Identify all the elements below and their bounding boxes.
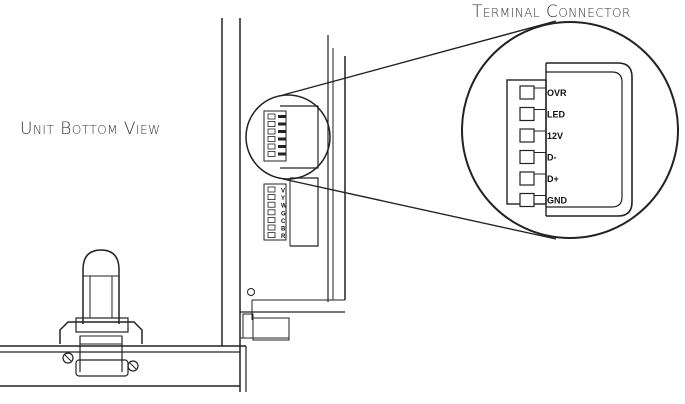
terminal-pin-label: LED <box>547 110 566 120</box>
lower-pin-label: V <box>281 189 285 195</box>
lower-pin-slot <box>267 209 276 216</box>
lower-pin-label: C <box>281 219 286 225</box>
upper-pin-slot <box>267 143 276 150</box>
terminal-pin-slot <box>519 149 535 165</box>
lower-pin-slot <box>267 216 276 223</box>
terminal-pin-slot <box>519 85 535 100</box>
terminal-pin: D+ <box>519 171 559 186</box>
lower-terminal-pins <box>267 186 276 239</box>
base-rail <box>0 345 247 392</box>
upper-pin-marking <box>278 152 286 156</box>
upper-pin-marking <box>278 145 286 148</box>
upper-pin-marking <box>278 122 286 126</box>
callout-lines <box>245 20 557 240</box>
lower-pin-label: G <box>281 211 286 217</box>
lower-pin-label: R <box>281 234 286 240</box>
lower-pin-slot <box>267 194 276 201</box>
terminal-pin-label: D+ <box>547 174 559 184</box>
lower-pin-slot <box>267 232 276 239</box>
terminal-pin-slot <box>519 192 535 208</box>
lower-pin-slot <box>267 201 276 208</box>
magnifier-circle: OVR LED 12V D- D+ GND <box>461 21 679 239</box>
terminal-pin-label: GND <box>547 196 568 206</box>
terminal-pin: GND <box>519 192 568 208</box>
unit-housing <box>221 18 346 346</box>
terminal-pin-label: 12V <box>547 131 563 141</box>
upper-terminal-pins <box>267 113 286 157</box>
terminal-pin: D- <box>519 149 557 165</box>
lower-pin-label: B <box>281 227 286 233</box>
terminal-pin-label: OVR <box>547 88 567 98</box>
mounting-latch <box>59 249 143 377</box>
upper-pin-slot <box>267 121 276 127</box>
lower-pin-label: Y <box>281 196 285 202</box>
lower-pin-label: W <box>281 204 287 210</box>
upper-pin-marking <box>278 130 286 133</box>
upper-pin-marking <box>278 137 286 141</box>
terminal-connector-pins: OVR LED 12V D- D+ GND <box>519 85 568 208</box>
terminal-pin: OVR <box>519 85 567 100</box>
terminal-pin-label: D- <box>547 153 557 163</box>
terminal-pin-slot <box>519 128 535 143</box>
terminal-pin: LED <box>519 106 566 122</box>
terminal-pin-slot <box>519 106 535 122</box>
upper-pin-slot <box>267 113 276 120</box>
upper-pin-slot <box>267 151 276 157</box>
upper-terminal-block <box>263 105 319 169</box>
lower-pin-slot <box>267 186 276 193</box>
unit-bottom-view-caption: Unit Bottom View <box>20 119 161 139</box>
terminal-pin-slot <box>519 171 535 186</box>
upper-pin-slot <box>267 136 276 142</box>
terminal-connector-caption: Terminal Connector <box>472 2 631 22</box>
upper-pin-marking <box>278 115 286 118</box>
terminal-pin: 12V <box>519 128 563 143</box>
upper-pin-slot <box>267 128 276 135</box>
lower-pin-slot <box>267 224 276 231</box>
